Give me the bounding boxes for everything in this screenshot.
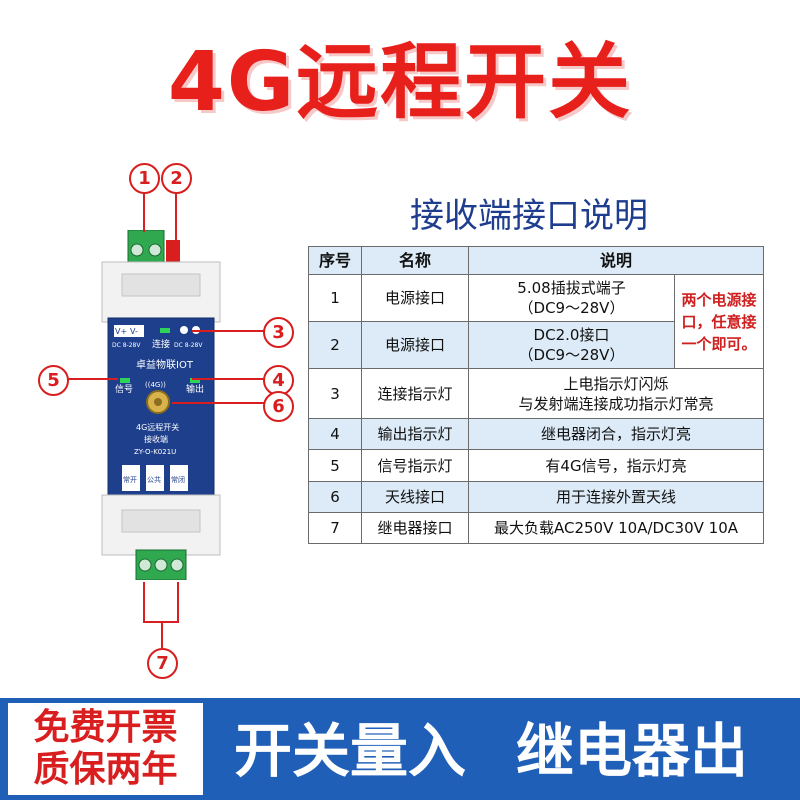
row-desc-line: DC2.0接口: [533, 326, 610, 344]
note-line: 一个即可。: [681, 334, 757, 353]
table-row: 1 电源接口 5.08插拔式端子 （DC9～28V） 两个电源接 口，任意接 一…: [308, 274, 764, 369]
callout-4: 4: [263, 365, 294, 396]
device-illustration: V+ V- DC 8-28V DC 8-28V 连接 卓益物联IOT 信号 ((…: [101, 230, 221, 580]
table-row: 3 连接指示灯 上电指示灯闪烁 与发射端连接成功指示灯常亮: [308, 368, 764, 419]
device-label-2: 接收端: [144, 434, 168, 444]
table-row: 5 信号指示灯 有4G信号，指示灯亮: [308, 449, 764, 482]
row-num: 1: [308, 274, 362, 322]
row-name: 电源接口: [361, 321, 469, 369]
row-name: 电源接口: [361, 274, 469, 322]
callout-3: 3: [263, 317, 294, 348]
device-dc-right: DC 8-28V: [174, 342, 203, 349]
device-terminal-com: 公共: [147, 475, 161, 484]
device-label-1: 4G远程开关: [136, 422, 179, 432]
row-num: 7: [308, 512, 362, 544]
row-num: 6: [308, 481, 362, 513]
header-desc: 说明: [468, 246, 764, 275]
row-desc: 继电器闭合，指示灯亮: [468, 418, 764, 450]
table-row: 6 天线接口 用于连接外置天线: [308, 481, 764, 513]
badge-line-1: 免费开票: [33, 707, 178, 748]
callout-1: 1: [129, 163, 160, 194]
row-desc-line: 上电指示灯闪烁: [563, 374, 669, 393]
slogan-input: 开关量入: [234, 717, 467, 785]
device-connect-label: 连接: [152, 338, 170, 350]
device-vplus-label: V+: [115, 327, 127, 336]
row-name: 连接指示灯: [361, 368, 469, 419]
row-num: 2: [308, 321, 362, 369]
power-note: 两个电源接 口，任意接 一个即可。: [674, 274, 764, 369]
table-header-row: 序号 名称 说明: [308, 246, 764, 275]
row-num: 5: [308, 449, 362, 482]
table-title: 接收端接口说明: [410, 196, 648, 236]
row-desc-line: （DC9～28V）: [518, 346, 625, 364]
badge-line-2: 质保两年: [33, 749, 178, 790]
row-desc: 有4G信号，指示灯亮: [468, 449, 764, 482]
note-line: 两个电源接: [681, 290, 757, 309]
callout-7: 7: [147, 648, 178, 679]
row-desc: 上电指示灯闪烁 与发射端连接成功指示灯常亮: [468, 368, 764, 419]
note-line: 口，任意接: [681, 312, 757, 331]
header-name: 名称: [361, 246, 469, 275]
callout-6: 6: [263, 391, 294, 422]
device-signal-label: 信号: [115, 383, 133, 395]
device-dc-left: DC 8-28V: [112, 342, 141, 349]
row-desc: DC2.0接口 （DC9～28V）: [468, 321, 675, 369]
row-desc: 用于连接外置天线: [468, 481, 764, 513]
row-desc: 5.08插拔式端子 （DC9～28V）: [468, 274, 675, 322]
invoice-warranty-badge: 免费开票 质保两年: [8, 703, 203, 795]
device-output-label: 输出: [186, 383, 204, 395]
device-brand: 卓益物联IOT: [136, 358, 194, 371]
device-model: ZY-O-K021U: [134, 448, 176, 456]
table-row: 4 输出指示灯 继电器闭合，指示灯亮: [308, 418, 764, 450]
table-row: 7 继电器接口 最大负载AC250V 10A/DC30V 10A: [308, 512, 764, 544]
interface-table: 序号 名称 说明 1 电源接口 5.08插拔式端子 （DC9～28V） 两个电源…: [308, 246, 764, 544]
row-desc: 最大负载AC250V 10A/DC30V 10A: [468, 512, 764, 544]
row-num: 4: [308, 418, 362, 450]
callout-2: 2: [161, 163, 192, 194]
device-terminal-nc: 常闭: [171, 475, 185, 484]
row-name: 输出指示灯: [361, 418, 469, 450]
device-terminal-no: 常开: [123, 475, 137, 484]
row-desc-line: （DC9～28V）: [518, 299, 625, 317]
table-row: 2 电源接口 DC2.0接口 （DC9～28V）: [308, 321, 764, 369]
header-num: 序号: [308, 246, 362, 275]
row-name: 信号指示灯: [361, 449, 469, 482]
slogan-output: 继电器出: [516, 717, 749, 785]
callout-5: 5: [38, 365, 69, 396]
row-desc-line: 与发射端连接成功指示灯常亮: [518, 394, 714, 413]
row-desc-line: 5.08插拔式端子: [517, 279, 626, 297]
row-name: 继电器接口: [361, 512, 469, 544]
page-title: 4G远程开关: [167, 35, 633, 130]
device-vminus-label: V-: [130, 327, 138, 336]
row-name: 天线接口: [361, 481, 469, 513]
device-antenna-label: ((4G)): [145, 381, 166, 389]
row-num: 3: [308, 368, 362, 419]
